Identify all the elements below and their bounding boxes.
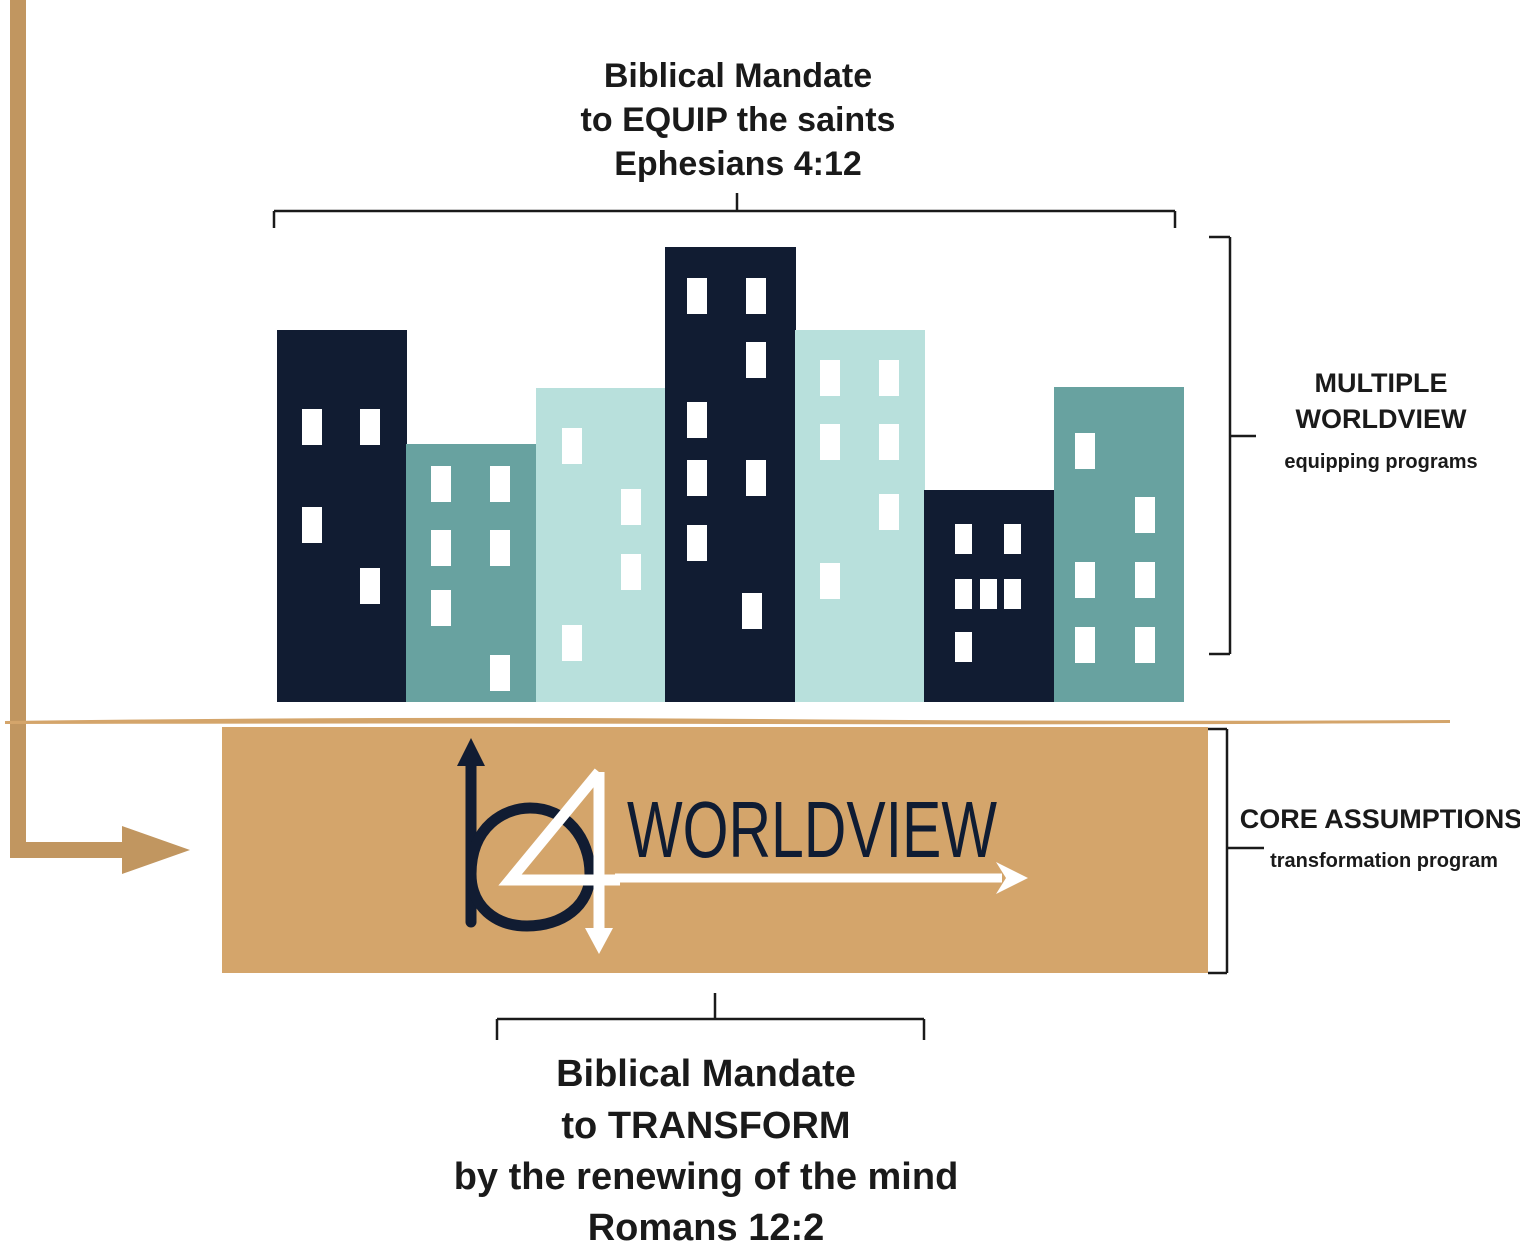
building-1 (277, 330, 407, 702)
logo-up-arrow-icon (457, 738, 485, 766)
logo-right-arrow-icon (996, 862, 1028, 894)
building-2 (406, 444, 536, 702)
arrow-head (122, 826, 190, 874)
top-caption-line-1: Biblical Mandate (604, 57, 872, 95)
arrow-vertical-shaft (10, 0, 26, 855)
window (820, 563, 840, 599)
right-lower-line-1: CORE ASSUMPTIONS (1240, 804, 1520, 834)
window (1075, 562, 1095, 598)
window (562, 625, 582, 661)
window (1004, 524, 1021, 554)
multiple-worldview-label: MULTIPLE WORLDVIEW equipping programs (1284, 368, 1477, 473)
window (562, 428, 582, 464)
bottom-caption-line-4: Romans 12:2 (588, 1207, 825, 1245)
building-4 (665, 247, 796, 702)
window (879, 494, 899, 530)
top-caption-line-3: Ephesians 4:12 (614, 145, 862, 183)
window (490, 466, 510, 502)
window (1135, 562, 1155, 598)
window (955, 524, 972, 554)
building-windows (302, 278, 1155, 691)
window (360, 568, 380, 604)
right-upper-line-2: WORLDVIEW (1296, 404, 1467, 434)
bottom-caption: Biblical Mandate to TRANSFORM by the ren… (454, 1053, 959, 1245)
window (820, 360, 840, 396)
building-3 (536, 388, 666, 702)
ground-line (5, 717, 1450, 725)
top-caption: Biblical Mandate to EQUIP the saints Eph… (581, 57, 896, 183)
right-upper-line-3: equipping programs (1284, 451, 1477, 473)
window (490, 530, 510, 566)
window (1075, 433, 1095, 469)
window (1135, 627, 1155, 663)
bottom-caption-line-2: to TRANSFORM (561, 1105, 850, 1147)
window (1135, 497, 1155, 533)
building-5 (795, 330, 925, 702)
window (879, 424, 899, 460)
window (302, 409, 322, 445)
foundation-arrow (10, 0, 190, 874)
top-bracket (272, 193, 1177, 228)
logo-down-arrow-icon (585, 928, 613, 954)
b4-worldview-logo: WORLDVIEW (457, 738, 1028, 954)
top-caption-line-2: to EQUIP the saints (581, 101, 896, 139)
window (687, 402, 707, 438)
window (687, 525, 707, 561)
window (1004, 579, 1021, 609)
window (746, 278, 766, 314)
window (820, 424, 840, 460)
window (621, 489, 641, 525)
building-7 (1054, 387, 1184, 702)
window (742, 593, 762, 629)
bottom-bracket (495, 993, 926, 1040)
window (687, 460, 707, 496)
arrow-horizontal-shaft (10, 842, 128, 858)
foundation-block (222, 727, 1208, 973)
logo-four (498, 768, 620, 886)
window (879, 360, 899, 396)
window (431, 590, 451, 626)
core-assumptions-label: CORE ASSUMPTIONS transformation program (1240, 804, 1520, 872)
window (955, 632, 972, 662)
bottom-caption-line-3: by the renewing of the mind (454, 1156, 959, 1198)
window (431, 466, 451, 502)
window (1075, 627, 1095, 663)
window (621, 554, 641, 590)
bottom-caption-line-1: Biblical Mandate (556, 1053, 856, 1095)
right-upper-line-1: MULTIPLE (1315, 368, 1448, 398)
window (431, 530, 451, 566)
logo-wordmark: WORLDVIEW (627, 785, 997, 874)
window (360, 409, 380, 445)
right-bracket-upper (1209, 235, 1256, 656)
logo-b-bowl (465, 802, 596, 932)
window (955, 579, 972, 609)
window (746, 460, 766, 496)
window (490, 655, 510, 691)
window (687, 278, 707, 314)
right-lower-line-2: transformation program (1270, 850, 1498, 872)
buildings (277, 247, 1184, 702)
window (746, 342, 766, 378)
window (302, 507, 322, 543)
window (980, 579, 997, 609)
right-bracket-lower (1208, 727, 1264, 975)
